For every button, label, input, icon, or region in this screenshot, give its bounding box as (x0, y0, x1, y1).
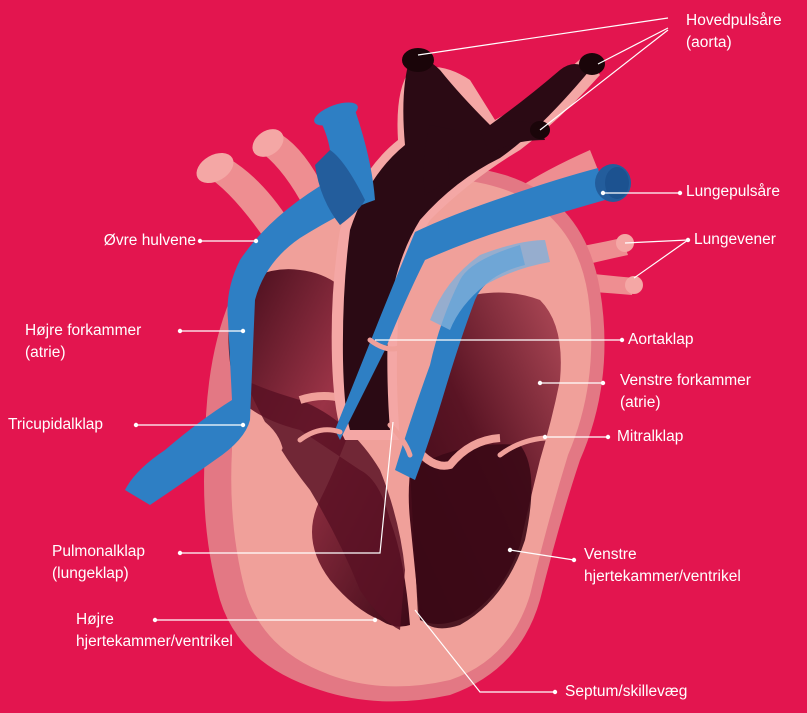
label-right-atrium: Højre forkammer (atrie) (25, 320, 141, 364)
label-superior-vena-cava: Øvre hulvene (104, 230, 196, 252)
label-pulmonary-valve: Pulmonalklap (lungeklap) (52, 541, 145, 585)
label-aorta: Hovedpulsåre (aorta) (686, 10, 782, 54)
label-aorta-line1: Hovedpulsåre (686, 10, 782, 32)
label-pulmonary-valve-line2: (lungeklap) (52, 563, 145, 585)
label-pulmonary-valve-line1: Pulmonalklap (52, 541, 145, 563)
label-left-atrium-line2: (atrie) (620, 392, 751, 414)
label-aortic-valve: Aortaklap (628, 329, 693, 351)
label-right-ventricle-line2: hjertekammer/ventrikel (76, 631, 233, 653)
label-pulmonary-artery: Lungepulsåre (686, 181, 780, 203)
label-right-ventricle-line1: Højre (76, 609, 233, 631)
label-left-atrium-line1: Venstre forkammer (620, 370, 751, 392)
label-mitral-valve: Mitralklap (617, 426, 683, 448)
label-left-ventricle: Venstre hjertekammer/ventrikel (584, 544, 741, 588)
label-right-atrium-line2: (atrie) (25, 342, 141, 364)
label-left-ventricle-line1: Venstre (584, 544, 741, 566)
label-tricuspid-valve: Tricupidalklap (8, 414, 103, 436)
label-aorta-line2: (aorta) (686, 32, 782, 54)
label-pulmonary-veins: Lungevener (694, 229, 776, 251)
label-left-ventricle-line2: hjertekammer/ventrikel (584, 566, 741, 588)
label-left-atrium: Venstre forkammer (atrie) (620, 370, 751, 414)
label-septum: Septum/skillevæg (565, 681, 687, 703)
label-right-ventricle: Højre hjertekammer/ventrikel (76, 609, 233, 653)
label-right-atrium-line1: Højre forkammer (25, 320, 141, 342)
